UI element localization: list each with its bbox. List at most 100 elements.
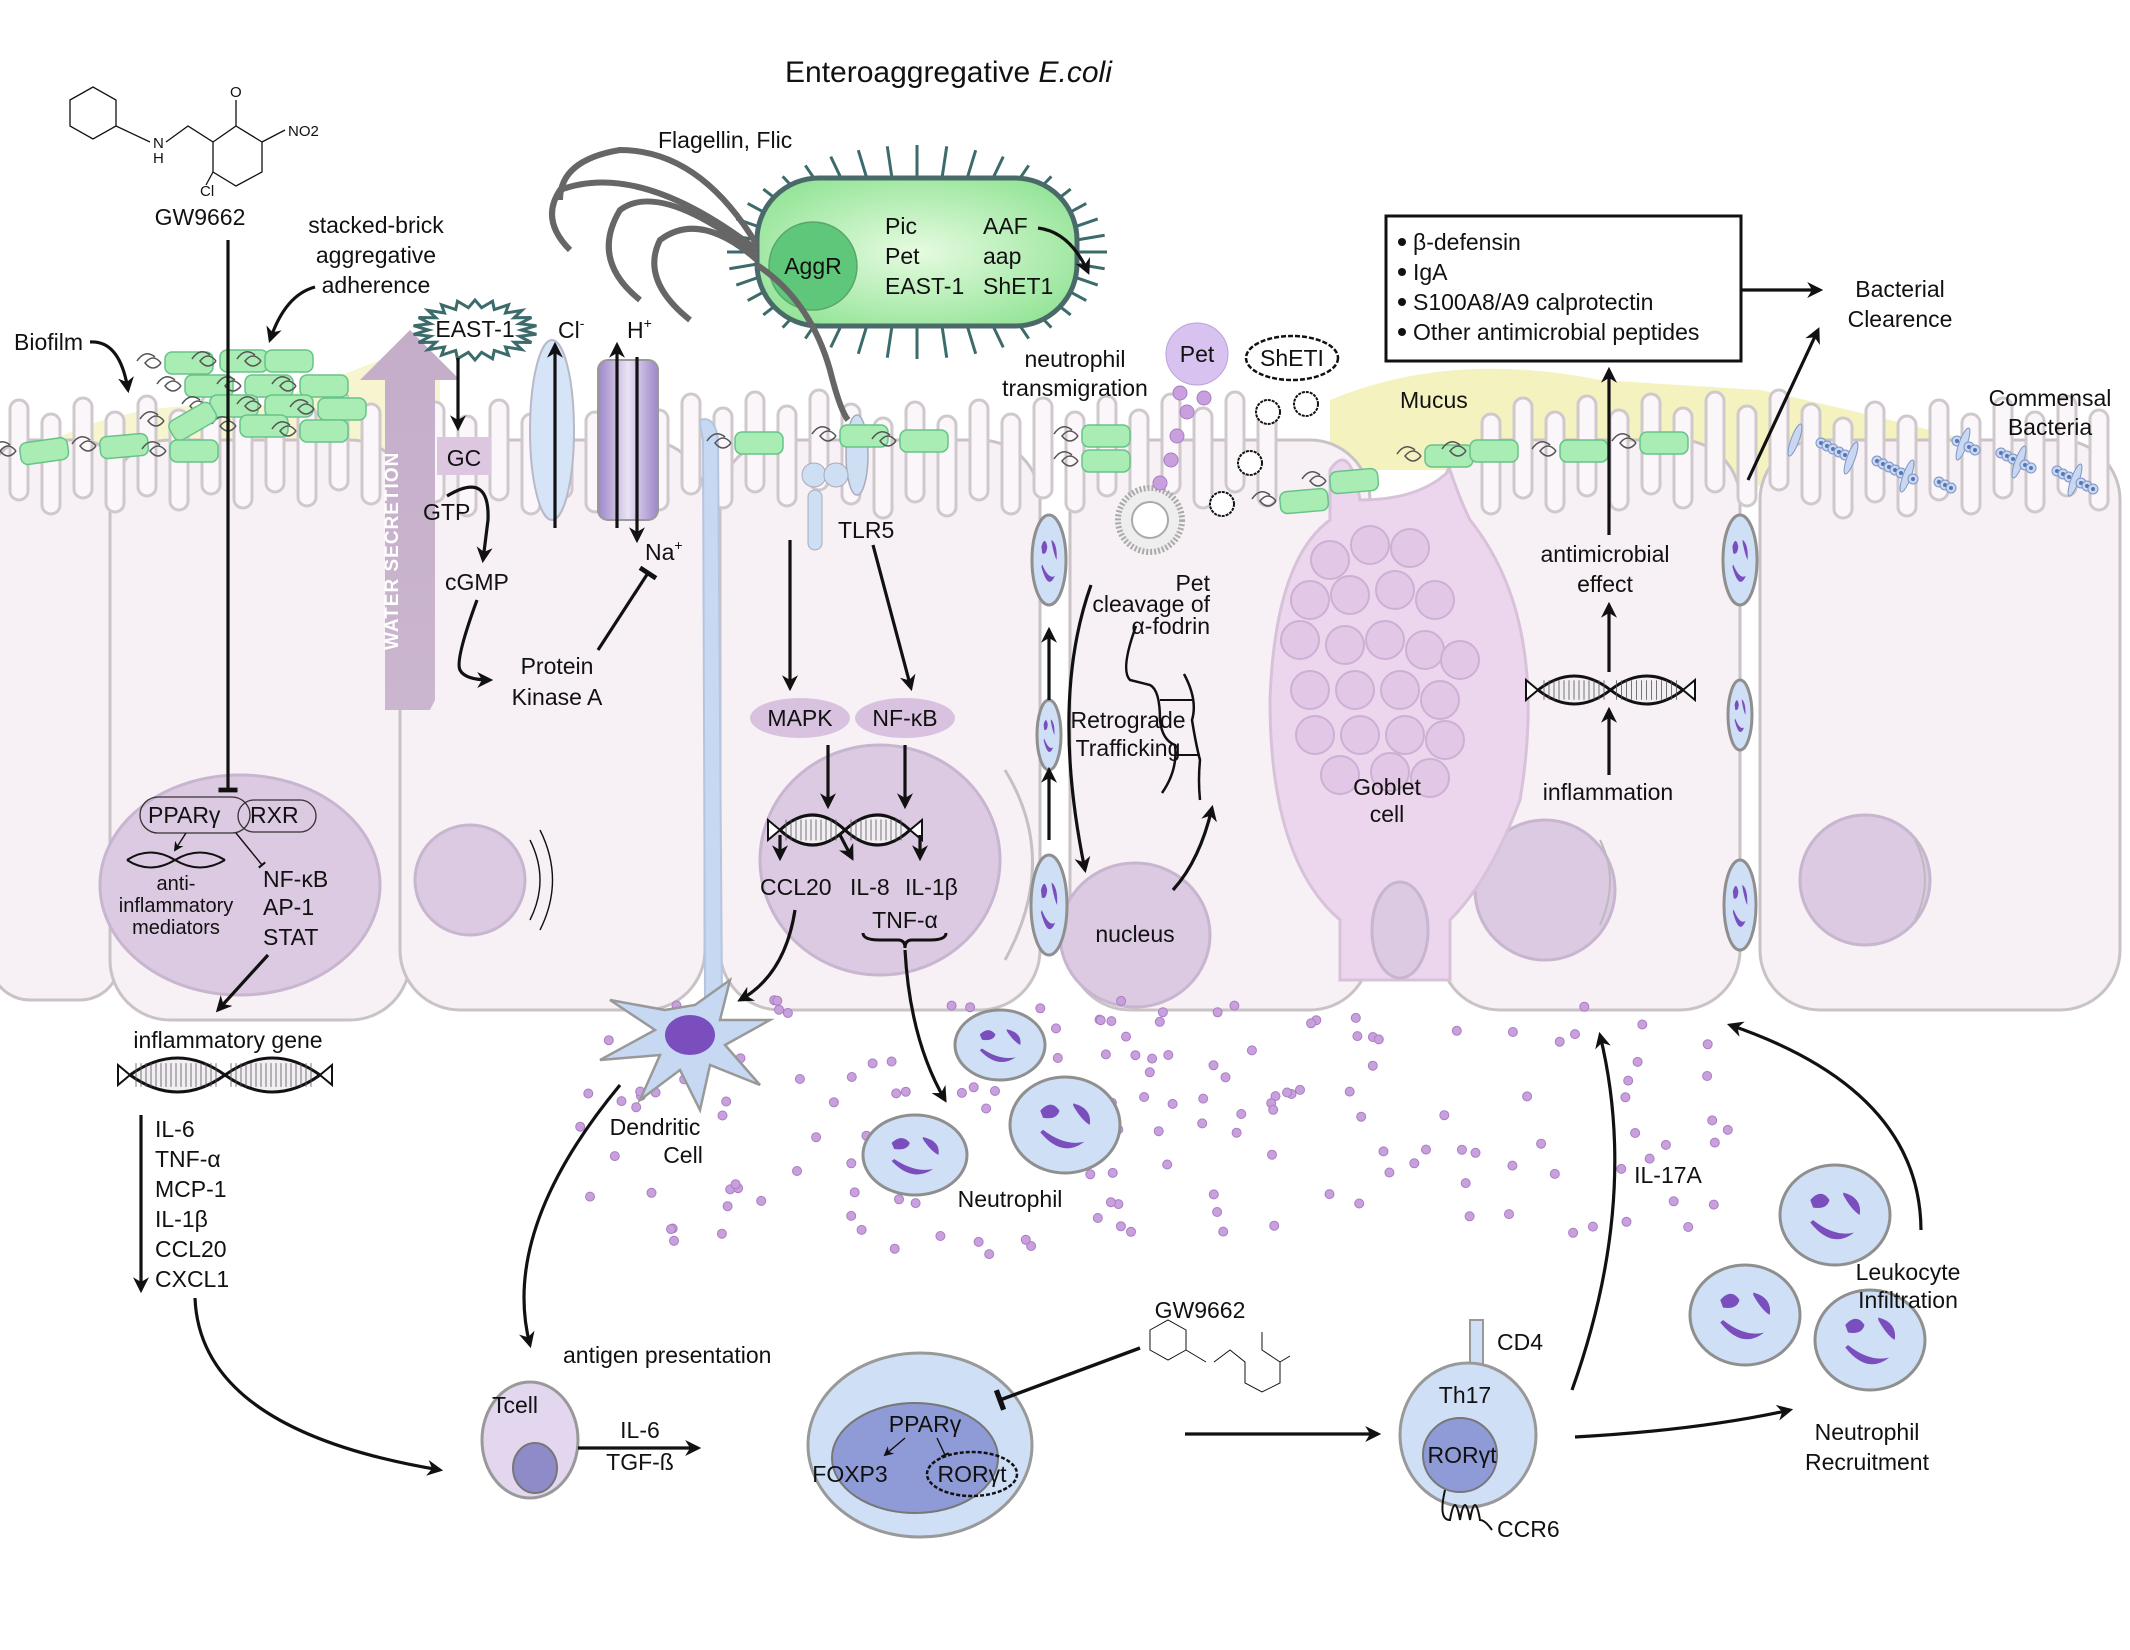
anti-inflammatory-dna (126, 851, 226, 869)
svg-text:N: N (153, 135, 164, 152)
factor-aaf: AAF (983, 213, 1028, 239)
output-ccl20: CCL20 (760, 874, 832, 900)
gtp-label: GTP (423, 499, 470, 525)
chloride-channel (529, 339, 575, 521)
inflammation-label: inflammation (1543, 779, 1673, 805)
leukocyte-label-1: Leukocyte (1856, 1259, 1961, 1285)
cytokine-item: TNF-α (155, 1146, 221, 1172)
factor-pet: Pet (885, 243, 920, 269)
epithelial-cell-6 (1758, 438, 2122, 1012)
cytokine-item: IL-1β (155, 1206, 208, 1232)
bullet-icon (1398, 298, 1406, 306)
svg-text:NO2: NO2 (288, 123, 319, 140)
pet-label: Pet (1180, 341, 1215, 367)
proton-label: H+ (627, 315, 652, 343)
sheti-label: ShETI (1260, 345, 1324, 371)
tf-nfkb: NF-κB (263, 866, 328, 892)
dendritic-cell (599, 977, 775, 1114)
guanylate-cyclase-box (437, 437, 491, 475)
tlr5-label: TLR5 (838, 517, 894, 543)
cytokine-item: CXCL1 (155, 1266, 229, 1292)
th17-cell: Th17 RORγt CD4 CCR6 (1398, 1319, 1560, 1542)
tlr5-target-dna (767, 813, 923, 847)
adherence-label-2: aggregative (316, 242, 436, 268)
inflammatory-gene-dna (117, 1056, 333, 1094)
output-il8: IL-8 (850, 874, 890, 900)
antimicrobial-item: S100A8/A9 calprotectin (1413, 289, 1653, 315)
adherence-label-3: adherence (322, 272, 431, 298)
factor-pic: Pic (885, 213, 917, 239)
tf-stat: STAT (263, 924, 318, 950)
sheti-toxin: ShETI (1209, 334, 1340, 517)
antimicrobial-item: Other antimicrobial peptides (1413, 319, 1699, 345)
dendritic-label-2: Cell (663, 1142, 703, 1168)
adherence-label-1: stacked-brick (308, 212, 444, 238)
svg-text:Cl: Cl (200, 183, 214, 200)
commensal-label-2: Bacteria (2008, 414, 2093, 440)
goblet-label-2: cell (1370, 801, 1405, 827)
recruitment-label-1: Neutrophil (1815, 1419, 1920, 1445)
antimicrobial-item: IgA (1413, 259, 1448, 285)
pka-label-2: Kinase A (512, 684, 603, 710)
flagella (549, 146, 851, 422)
naive-t-cell: Tcell (480, 1380, 580, 1500)
treg-pparg-label: PPARγ (889, 1411, 962, 1437)
tgfb-label: TGF-ß (606, 1449, 674, 1475)
biofilm-label: Biofilm (14, 329, 83, 355)
antimicrobial-gene-dna (1525, 674, 1696, 706)
bullet-icon (1398, 328, 1406, 336)
neutrophil-label: Neutrophil (958, 1186, 1063, 1212)
nucleus-pparg-cell (98, 773, 382, 997)
gw9662-label-bottom: GW9662 (1155, 1297, 1246, 1323)
sodium-label: Na+ (645, 537, 683, 565)
water-secretion-arrow: WATER SECRETION (360, 330, 460, 710)
tf-ap1: AP-1 (263, 894, 314, 920)
bullet-icon (1398, 238, 1406, 246)
clearance-label-1: Bacterial (1855, 276, 1944, 302)
differentiating-t-cell: PPARγ FOXP3 RORγt (806, 1351, 1034, 1539)
antimicrobial-effect-1: antimicrobial (1540, 541, 1669, 567)
cytokine-item: MCP-1 (155, 1176, 227, 1202)
pka-label-1: Protein (521, 653, 594, 679)
eaec-bacterium: AggR Pic Pet EAST-1 AAF aap ShET1 Flagel… (549, 127, 1107, 422)
cytokine-item: IL-6 (155, 1116, 195, 1142)
leukocyte-label-2: Infiltration (1858, 1287, 1958, 1313)
treg-rorgt-label: RORγt (938, 1461, 1008, 1487)
pparg-rxr-complex: PPARγ RXR (139, 796, 317, 834)
nucleus-cell-2 (413, 823, 527, 937)
aggr-nucleoid (768, 221, 858, 311)
svg-text:EAST-1: EAST-1 (435, 316, 514, 342)
svg-text:O: O (230, 84, 242, 101)
tcell-label: Tcell (492, 1392, 538, 1418)
retrograde-label-1: Retrograde (1070, 707, 1185, 733)
transmigrating-neutrophils (1029, 513, 1759, 957)
mapk-label: MAPK (767, 705, 833, 731)
pet-toxin (1165, 322, 1229, 386)
goblet-granules (1280, 525, 1480, 798)
gw9662-label-top: GW9662 (155, 204, 246, 230)
anti-inflammatory-label-2: inflammatory (119, 895, 233, 917)
nucleus-label: nucleus (1095, 921, 1174, 947)
ccr6-label: CCR6 (1497, 1516, 1560, 1542)
factor-aap: aap (983, 243, 1021, 269)
water-secretion-label: WATER SECRETION (382, 452, 403, 650)
east1-toxin: EAST-1 (413, 297, 537, 363)
pet-vesicle-trail (1152, 385, 1212, 491)
il17a-label: IL-17A (1634, 1162, 1702, 1188)
transmigration-label-2: transmigration (1002, 375, 1148, 401)
lamina-propria-neutrophils (861, 1008, 1927, 1392)
antimicrobial-effect-2: effect (1577, 571, 1633, 597)
th17-rorgt-label: RORγt (1428, 1442, 1498, 1468)
commensal-bacteria (1787, 423, 2099, 497)
output-il1b: IL-1β (905, 874, 958, 900)
proton-sodium-exchanger (597, 359, 659, 521)
goblet-label-1: Goblet (1353, 774, 1421, 800)
svg-text:PPARγ: PPARγ (148, 802, 221, 828)
adherent-bacteria (0, 349, 1689, 515)
svg-text:RXR: RXR (250, 802, 299, 828)
mucus-label: Mucus (1400, 387, 1468, 413)
anti-inflammatory-label-3: mediators (132, 917, 220, 939)
